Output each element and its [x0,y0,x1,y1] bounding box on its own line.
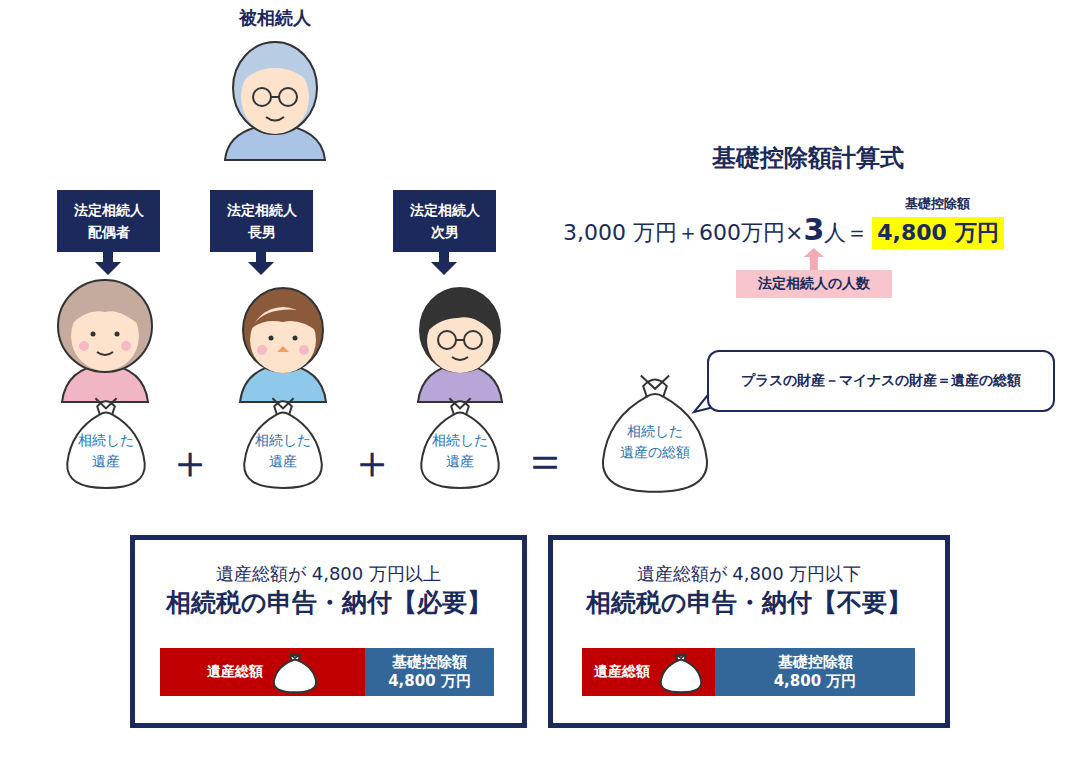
deduction-bar: 基礎控除額 4,800 万円 [365,648,494,696]
spouse-figure [58,280,152,402]
total-estate-bag: 相続した 遺産の総額 [596,365,714,497]
bag-knot [289,654,301,661]
bag-shape [658,650,704,694]
glasses-bridge [271,96,279,98]
bag-knot [675,654,686,661]
node-text: プラスの財産－マイナスの財産＝遺産の総額 [741,372,1021,390]
hair-bangs [70,298,140,326]
deduction-highlight: 基礎控除額4,800 万円 [872,217,1003,249]
node-text: 基礎控除額 4,800 万円 [382,653,477,692]
blush [121,341,131,351]
node-text: 遺産総額 [207,663,263,681]
deceased-label: 被相続人 [239,6,311,30]
node-text: 法定相続人 長男 [222,199,302,244]
deceased-figure [225,42,325,160]
mouth [97,352,113,355]
node-text: 相続した 遺産の総額 [619,421,691,463]
node-text: 相続した 遺産 [253,430,313,472]
blush [257,345,267,355]
eye [293,336,298,341]
mouth [266,117,284,121]
eye [115,332,120,337]
condition-text: 遺産総額が 4,800 万円以下 [553,562,945,585]
bag-knot [449,398,470,414]
down-arrow [95,252,121,275]
speech-bubble: プラスの財産－マイナスの財産＝遺産の総額 [707,350,1055,412]
result-heading: 相続税の申告・納付【不要】 [553,585,945,620]
condition-text: 遺産総額が 4,800 万円以上 [135,562,522,585]
node-text: 法定相続人 配偶者 [69,199,149,244]
down-arrow [431,252,457,275]
node-text: 法定相続人 次男 [405,199,485,244]
eye [91,332,96,337]
glasses [438,331,456,349]
formula-text: 3,000 万円＋600万円× [563,218,803,248]
result-panel: 遺産総額が 4,800 万円以上相続税の申告・納付【必要】遺産総額 基礎控除額 4… [130,535,527,728]
bag-outline [421,401,499,488]
bag-outline [67,401,145,488]
estate-bag: 相続した 遺産 [239,390,327,492]
glasses [253,88,271,106]
estate-bar: 遺産総額 [160,648,365,696]
bag-shape [271,650,319,694]
formula-title: 基礎控除額計算式 [712,142,904,174]
plus-sign: ＋ [349,432,395,494]
pink-arrow-shape [804,248,824,270]
mouth [452,357,468,360]
bag-outline [603,380,707,492]
hair-bangs [427,306,494,334]
formula-text: 人＝ [824,218,868,248]
bag-knot [95,398,116,414]
hair [233,42,317,134]
second-son-figure [418,288,502,402]
plus-sign: ＋ [167,432,213,494]
result-panel: 遺産総額が 4,800 万円以下相続税の申告・納付【不要】遺産総額 基礎控除額 4… [548,535,950,728]
result-heading: 相続税の申告・納付【必要】 [135,585,522,620]
node-text: 基礎控除額 4,800 万円 [768,653,863,692]
node-text: 相続した 遺産 [430,430,490,472]
heir-box: 法定相続人 次男 [393,190,496,252]
pink-arrow [804,248,824,270]
bag-knot [641,376,669,397]
blush [299,345,309,355]
eldest-son-figure [240,288,326,402]
hair-bangs [250,309,318,332]
node-text: 相続した 遺産 [76,430,136,472]
deduction-bar: 基礎控除額 4,800 万円 [715,648,915,696]
glasses [464,331,482,349]
estate-bag: 相続した 遺産 [416,390,504,492]
deduction-caption: 基礎控除額 [905,195,970,213]
bag-outline [244,401,322,488]
down-arrows [95,252,457,275]
equals-sign: ＝ [522,430,568,492]
hair [58,280,152,372]
hair [243,288,323,372]
hair [420,288,500,372]
deduction-value: 4,800 万円 [872,217,1003,249]
down-arrow [248,252,274,275]
glasses-bridge [456,339,464,341]
nose [277,346,289,352]
hair-top [240,56,310,84]
heir-count-box: 法定相続人の人数 [736,270,892,298]
estate-bag: 相続した 遺産 [62,390,150,492]
glasses [279,88,297,106]
formula-row: 3,000 万円＋600万円×3人＝基礎控除額4,800 万円 [563,212,1004,249]
blush [79,341,89,351]
node-text: 遺産総額 [594,663,650,681]
heir-box: 法定相続人 長男 [210,190,313,252]
formula-count: 3 [803,212,824,247]
node-text: 法定相続人の人数 [758,275,870,293]
estate-bar: 遺産総額 [582,648,715,696]
eye [269,336,274,341]
heir-box: 法定相続人 配偶者 [57,190,160,252]
bag-knot [272,398,293,414]
